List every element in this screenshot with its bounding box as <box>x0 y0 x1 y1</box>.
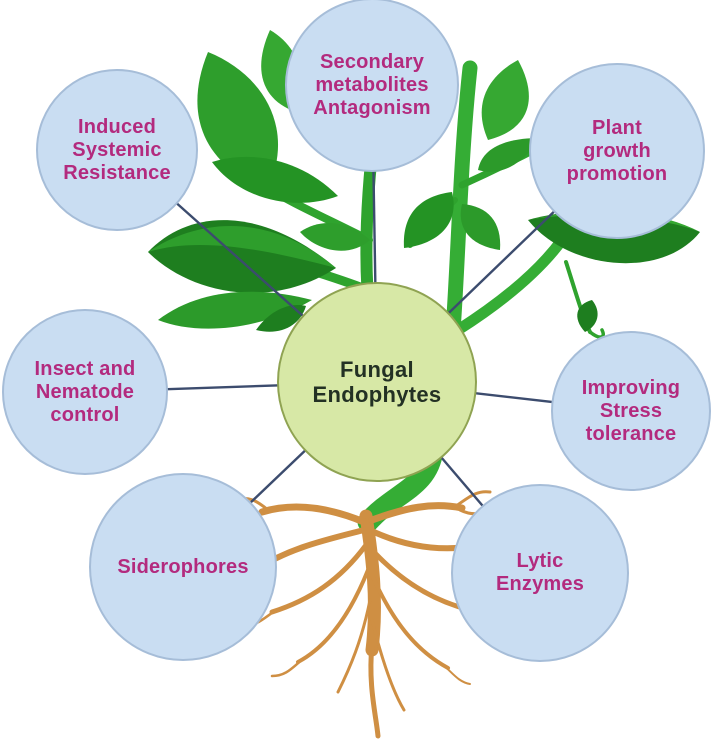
node-label: Improving Stress tolerance <box>581 376 681 445</box>
node-label: Secondary metabolites Antagonism <box>313 50 431 119</box>
node-lytic-enzymes: Lytic Enzymes <box>451 484 629 662</box>
node-siderophores: Siderophores <box>89 473 277 661</box>
node-label: Insect and Nematode control <box>34 357 136 426</box>
node-fungal-endophytes-center: Fungal Endophytes <box>277 282 477 482</box>
node-label: Induced Systemic Resistance <box>63 115 171 184</box>
node-label: Lytic Enzymes <box>495 550 585 595</box>
node-improving-stress-tolerance: Improving Stress tolerance <box>551 331 711 491</box>
node-insect-and-nematode-control: Insect and Nematode control <box>2 309 168 475</box>
plant-leaves <box>148 30 700 332</box>
node-secondary-metabolites-antagonism: Secondary metabolites Antagonism <box>285 0 459 172</box>
node-induced-systemic-resistance: Induced Systemic Resistance <box>36 69 198 231</box>
node-plant-growth-promotion: Plant growth promotion <box>529 63 705 239</box>
node-label: Plant growth promotion <box>566 116 668 185</box>
center-node-label: Fungal Endophytes <box>312 356 442 407</box>
node-label: Siderophores <box>117 555 249 578</box>
